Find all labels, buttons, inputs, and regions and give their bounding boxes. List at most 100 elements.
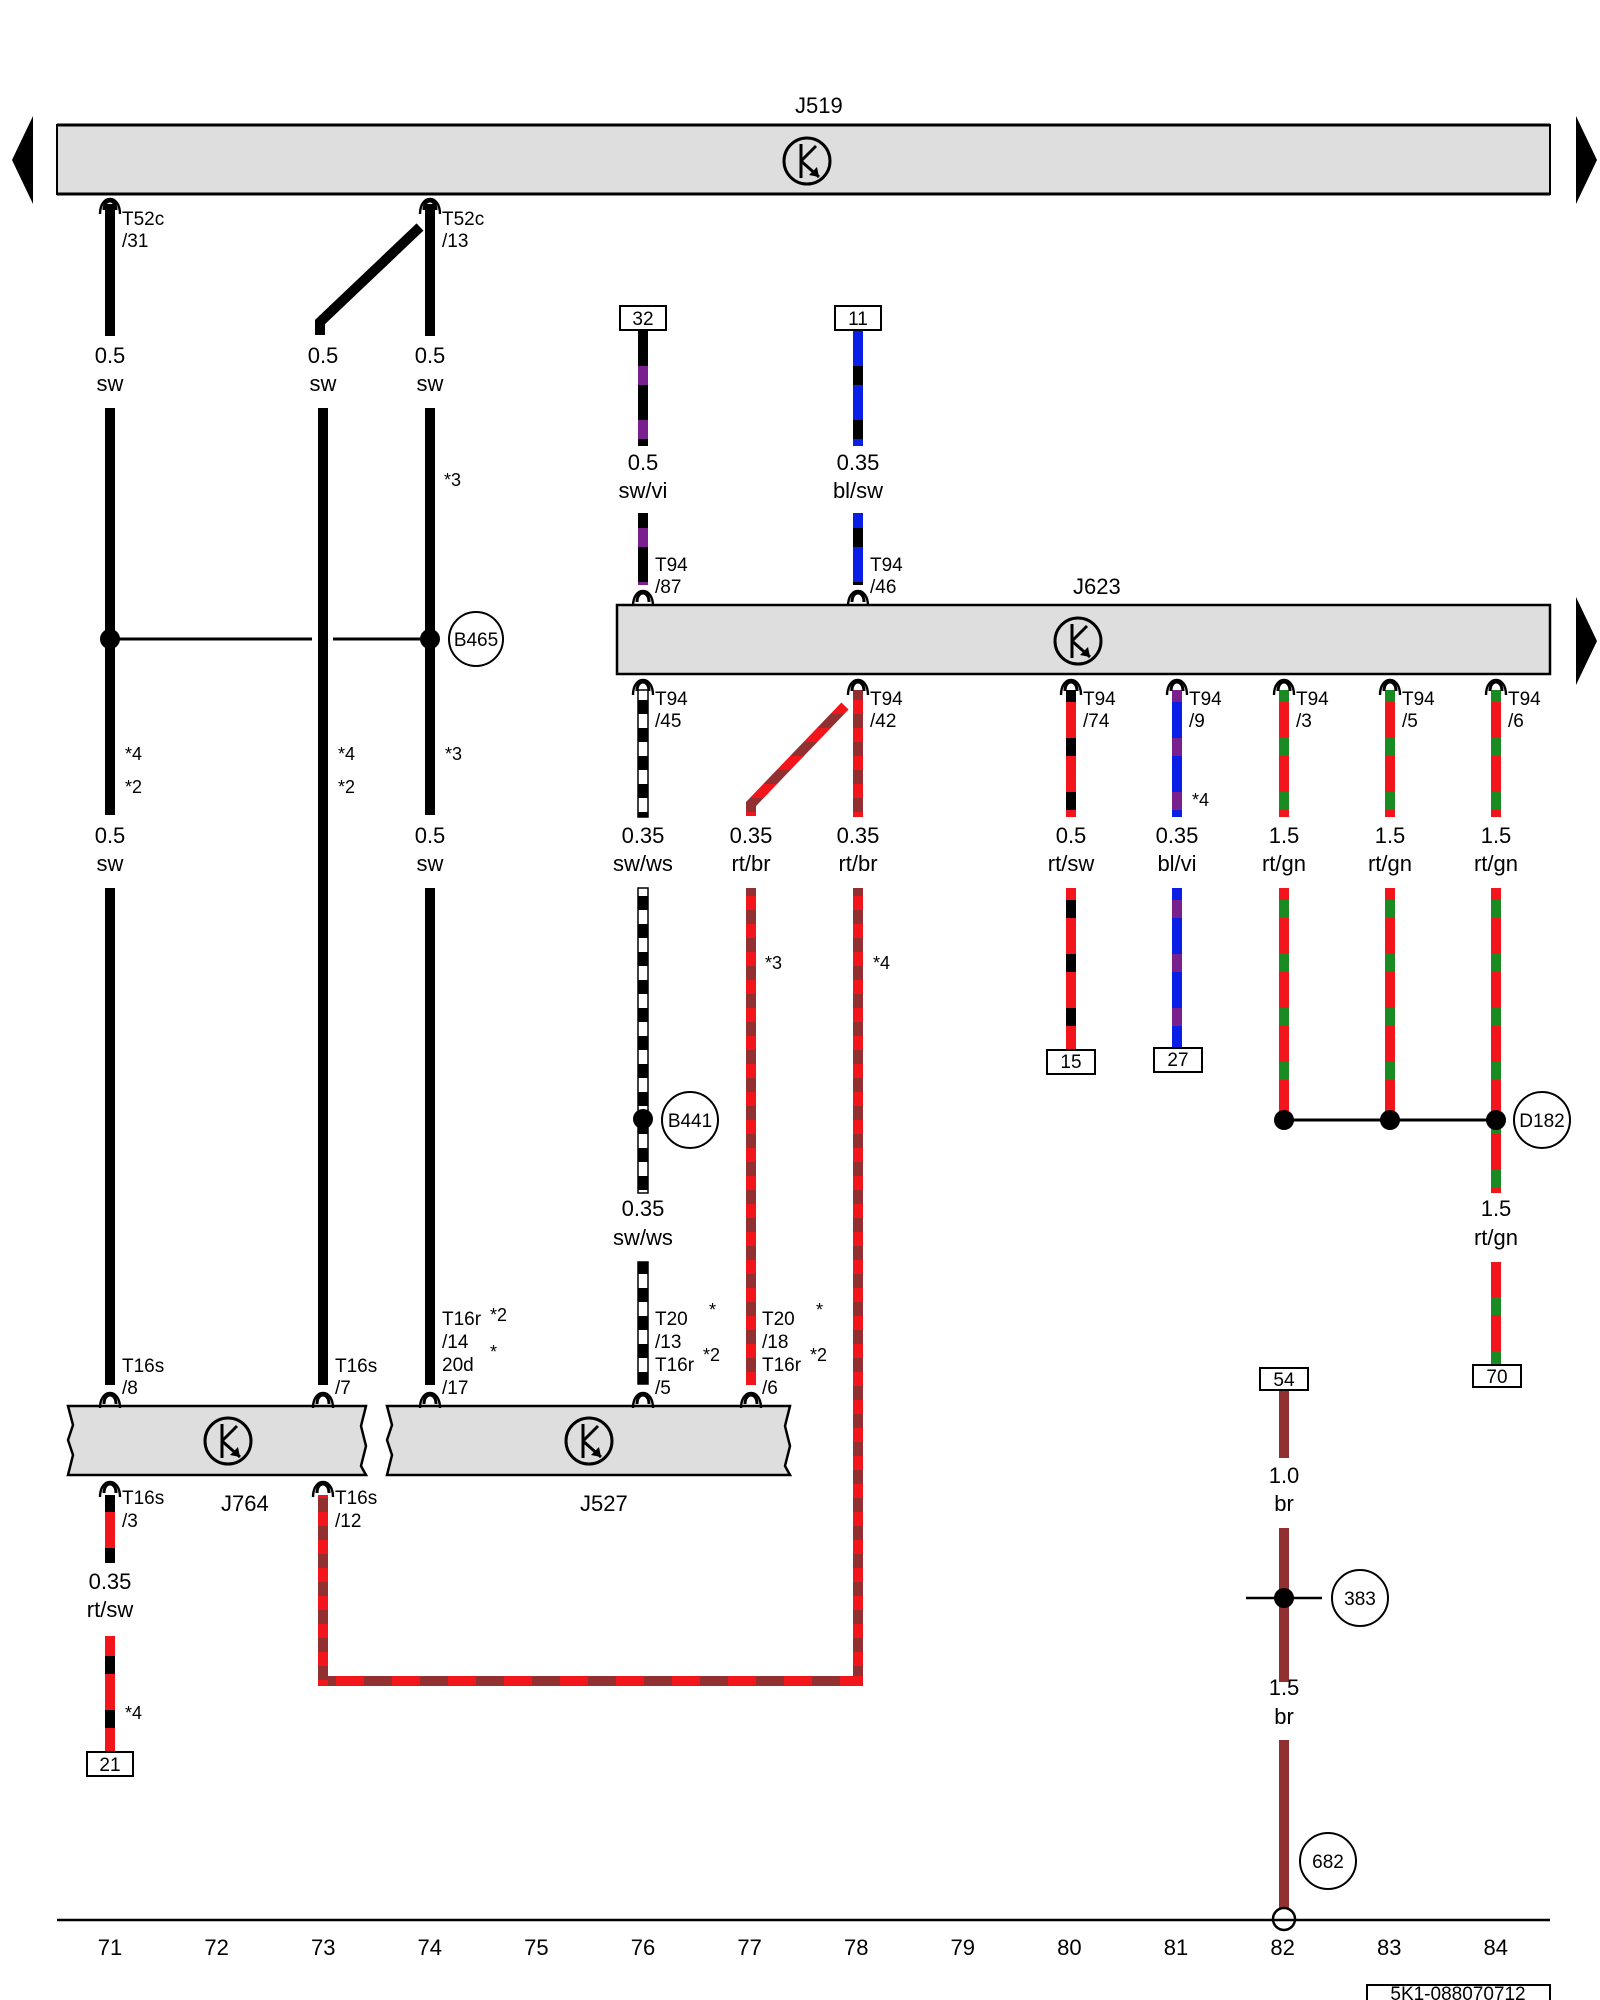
connector-label: T94 — [870, 689, 903, 710]
doc-id-box — [1366, 1984, 1551, 2000]
connector-label: /46 — [870, 577, 896, 598]
wire-83-a — [1385, 690, 1395, 817]
column-number: 78 — [844, 1935, 868, 1960]
footnote-marker: *3 — [445, 744, 462, 764]
footnote-marker: *4 — [338, 744, 355, 764]
footnote-marker: *4 — [125, 744, 142, 764]
wire-color-label: sw/ws — [613, 1225, 673, 1250]
wire-color-label: rt/br — [838, 851, 877, 876]
terminal-number: 32 — [632, 309, 653, 330]
splice-id: D182 — [1519, 1111, 1564, 1132]
connector-label: T16r — [762, 1355, 802, 1376]
wire-color-label: bl/vi — [1157, 851, 1196, 876]
wire-gauge-label: 0.5 — [95, 823, 126, 848]
column-number: 77 — [737, 1935, 761, 1960]
terminal-box — [619, 305, 667, 331]
wire-71-bottom-b — [105, 1636, 115, 1753]
connector-label: /5 — [655, 1378, 671, 1399]
wire-84-a — [1491, 690, 1501, 817]
wire-color-label: sw/vi — [619, 478, 668, 503]
wire-gauge-label: 0.35 — [730, 823, 773, 848]
j764-housing — [66, 1404, 369, 1477]
connector-label: T20 — [655, 1309, 688, 1330]
connector-label: /12 — [335, 1511, 361, 1532]
footnote-marker: *2 — [338, 777, 355, 797]
connector-label: /87 — [655, 577, 681, 598]
wire-82-a — [1279, 690, 1289, 817]
splice-callout — [661, 1091, 719, 1149]
connector-label: /3 — [122, 1511, 138, 1532]
wire-77-lower — [746, 888, 756, 1385]
connector-label: T16r — [655, 1355, 695, 1376]
connector-label: /3 — [1296, 711, 1312, 732]
column-number: 72 — [204, 1935, 228, 1960]
wire-gauge-label: 0.35 — [622, 823, 665, 848]
wire-color-label: bl/sw — [833, 478, 883, 503]
wire-73-mid — [318, 408, 328, 1385]
terminal-box — [1153, 1047, 1203, 1073]
wire-gauge-label: 0.5 — [628, 450, 659, 475]
wire-gauge-label: 0.35 — [837, 823, 880, 848]
connector-label: T94 — [1402, 689, 1435, 710]
wire-71-bottom-a — [105, 1495, 115, 1563]
wire-color-label: rt/gn — [1262, 851, 1306, 876]
wire-76-top2 — [638, 513, 648, 585]
column-number: 71 — [98, 1935, 122, 1960]
connector-label: T94 — [655, 689, 688, 710]
connector-label: /8 — [122, 1378, 138, 1399]
connector-label: T20 — [762, 1309, 795, 1330]
connector-label: /13 — [655, 1332, 681, 1353]
j519-label: J519 — [795, 93, 843, 118]
doc-id: 5K1-088070712 — [1390, 1984, 1525, 2000]
wire-73-diagonal — [315, 223, 424, 335]
ground-callout — [1331, 1569, 1389, 1627]
wire-gauge-label: 1.5 — [1481, 1196, 1512, 1221]
terminal-box — [1259, 1367, 1309, 1391]
wire-color-label: sw — [97, 371, 124, 396]
wire-gauge-label: 0.5 — [1056, 823, 1087, 848]
splice-callout — [448, 611, 504, 667]
wire-76-bottom — [637, 1261, 649, 1385]
terminal-box — [1046, 1049, 1096, 1075]
footnote-marker: *3 — [444, 470, 461, 490]
connector-label: T16s — [122, 1488, 164, 1509]
wire-color-label: rt/gn — [1368, 851, 1412, 876]
wire-gauge-label: 0.5 — [415, 343, 446, 368]
connector-label: /7 — [335, 1378, 351, 1399]
splice-dot — [420, 629, 440, 649]
connector-label: T52c — [442, 209, 484, 230]
wire-84-c — [1491, 1262, 1501, 1367]
wire-74-lower — [425, 888, 435, 1385]
j623-label: J623 — [1073, 574, 1121, 599]
wire-78-top — [853, 331, 863, 446]
wire-76-top — [638, 331, 648, 446]
connector-label: T16s — [335, 1488, 377, 1509]
wire-gauge-label: 1.5 — [1481, 823, 1512, 848]
connector-label: /6 — [762, 1378, 778, 1399]
column-number: 73 — [311, 1935, 335, 1960]
connector-label: /42 — [870, 711, 896, 732]
wire-80-b — [1066, 888, 1076, 1051]
wire-gauge-label: 1.0 — [1269, 1463, 1300, 1488]
footnote-marker: *3 — [765, 953, 782, 973]
terminal-number: 54 — [1273, 1370, 1295, 1391]
ground-callout — [1299, 1832, 1357, 1890]
connector-label: T94 — [1083, 689, 1116, 710]
connector-label: /14 — [442, 1332, 469, 1353]
wire-color-label: sw — [417, 851, 444, 876]
terminal-number: 70 — [1486, 1367, 1507, 1388]
wire-81-b — [1172, 888, 1182, 1051]
footnote-marker: *2 — [125, 777, 142, 797]
connector-label: /18 — [762, 1332, 788, 1353]
column-number: 75 — [524, 1935, 548, 1960]
wire-84-b — [1491, 888, 1501, 1193]
connector-label: /31 — [122, 231, 148, 252]
wire-color-label: rt/br — [731, 851, 770, 876]
wire-gauge-label: 0.5 — [308, 343, 339, 368]
connector-label: T94 — [1296, 689, 1329, 710]
connector-label: T94 — [1189, 689, 1222, 710]
connector-label: T94 — [1508, 689, 1541, 710]
terminal-number: 11 — [848, 309, 868, 330]
wire-71-mid — [105, 408, 115, 815]
